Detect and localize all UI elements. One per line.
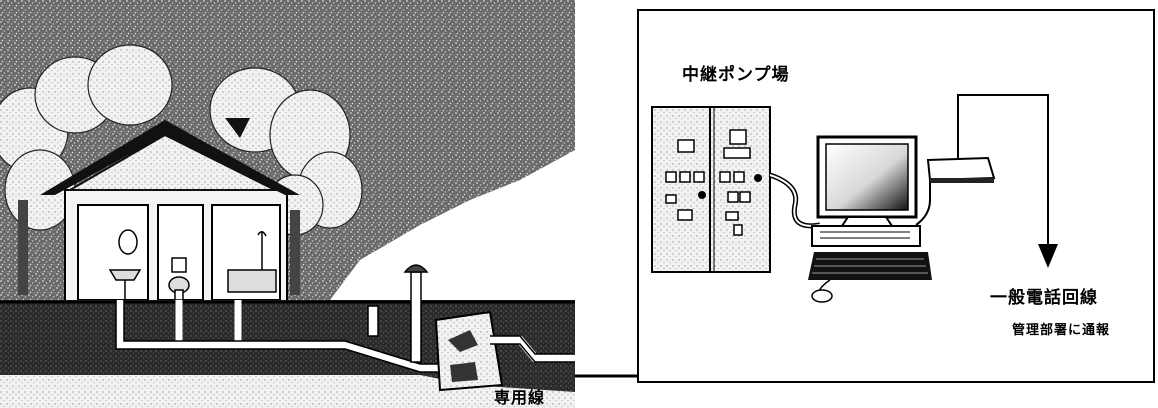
pressure-pipe-outline — [490, 335, 575, 363]
computer-unit-icon — [811, 225, 921, 247]
pump-station-label: 中継ポンプ場 — [682, 65, 790, 85]
monitor-icon — [816, 135, 918, 227]
sewer-pipe-outline — [115, 300, 445, 373]
house-roof — [40, 120, 300, 195]
wash-basin-icon — [108, 229, 142, 300]
bathtub-icon — [227, 231, 277, 293]
manhole-post — [367, 305, 379, 337]
chimney — [225, 118, 250, 138]
dedicated-line-label: 専用線 — [494, 388, 546, 407]
cable-pc-modem — [915, 178, 931, 226]
sewer-pipe — [116, 300, 445, 372]
roof-gable — [66, 133, 276, 191]
control-cabinet — [651, 106, 771, 273]
keyboard-icon — [808, 252, 932, 280]
pump-station-panel — [637, 9, 1155, 383]
toilet-icon — [168, 257, 190, 301]
mouse-icon — [811, 279, 833, 303]
phone-line-arrowhead — [1038, 244, 1058, 268]
pump-pit — [434, 310, 504, 392]
pressure-pipe — [490, 336, 575, 362]
notify-label: 管理部署に通報 — [1012, 323, 1111, 338]
phone-line-arrow — [957, 94, 1049, 248]
ground-bottom — [0, 375, 575, 408]
vent-pipe — [403, 264, 429, 363]
modem-icon — [926, 156, 996, 183]
house-scene — [0, 0, 575, 408]
phone-line-label: 一般電話回線 — [990, 288, 1098, 308]
tree-trunks — [18, 200, 300, 295]
